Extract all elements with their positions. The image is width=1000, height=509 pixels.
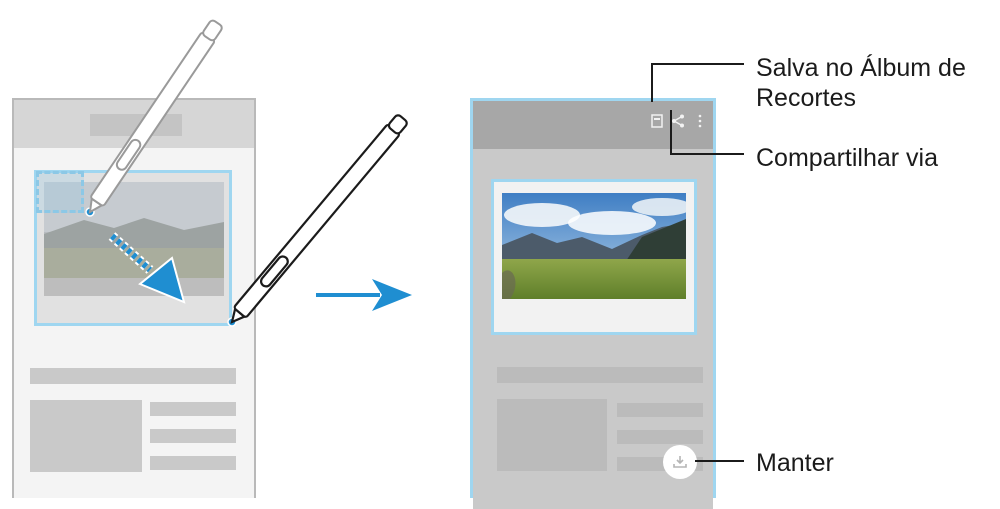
right-content-block — [497, 399, 607, 471]
right-app-bar — [473, 101, 713, 149]
left-text-line — [30, 368, 236, 384]
left-title-placeholder — [90, 114, 182, 136]
keep-download-icon — [672, 455, 688, 469]
left-text-line — [150, 456, 236, 470]
right-text-line — [617, 403, 703, 417]
share-icon[interactable] — [671, 113, 685, 127]
captured-landscape-image — [502, 193, 686, 299]
right-text-line — [617, 430, 703, 444]
right-phone-screen — [470, 98, 716, 498]
left-text-line — [150, 402, 236, 416]
left-phone-screen — [12, 98, 256, 498]
left-content-block — [30, 400, 142, 472]
callout-share-via: Compartilhar via — [756, 143, 938, 173]
clipboard-save-icon[interactable] — [651, 113, 663, 127]
callout-keep: Manter — [756, 448, 834, 478]
right-text-line — [497, 367, 703, 383]
selection-start-marker — [36, 171, 84, 213]
more-options-icon[interactable] — [697, 113, 703, 127]
captured-clip-card[interactable] — [491, 179, 697, 335]
callout-save-to-scrapbook: Salva no Álbum de Recortes — [756, 53, 996, 113]
left-app-bar — [14, 100, 254, 148]
keep-button[interactable] — [663, 445, 697, 479]
left-text-line — [150, 429, 236, 443]
callout-line-save — [652, 64, 744, 102]
arrow-right-icon — [316, 279, 412, 311]
